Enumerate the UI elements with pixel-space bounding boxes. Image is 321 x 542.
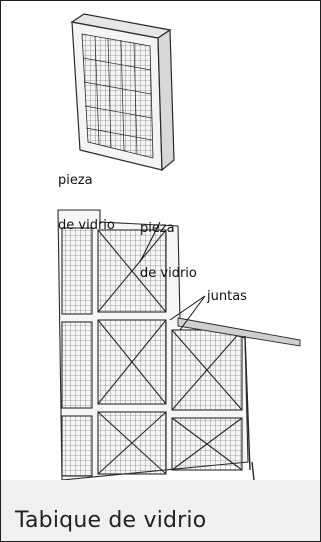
label-glass-piece-middle: pieza de vidrio — [140, 191, 197, 296]
label-glass-piece-top-line1: pieza — [58, 173, 93, 188]
leader-lines — [139, 221, 206, 331]
label-glass-piece-middle-line1: pieza — [140, 221, 175, 236]
label-glass-piece-middle-line2: de vidrio — [140, 266, 197, 281]
label-glass-piece-top: pieza de vidrio — [58, 143, 115, 248]
label-joints: juntas — [207, 289, 247, 304]
caption-bar — [1, 480, 320, 541]
label-glass-piece-top-line2: de vidrio — [58, 218, 115, 233]
glass-block-wall — [57, 209, 301, 481]
figure-caption: Tabique de vidrio — [15, 508, 207, 533]
single-glass-block — [70, 13, 175, 172]
